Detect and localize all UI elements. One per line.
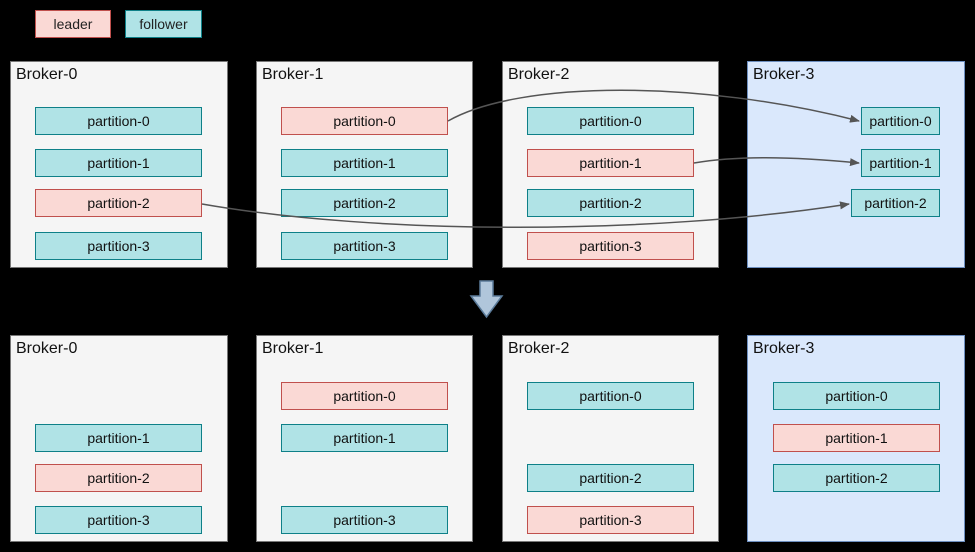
partition-box: partition-3 xyxy=(281,232,448,260)
partition-label: partition-0 xyxy=(579,388,642,404)
partition-label: partition-0 xyxy=(825,388,888,404)
partition-label: partition-2 xyxy=(864,195,927,211)
partition-box: partition-1 xyxy=(861,149,940,177)
partition-box: partition-2 xyxy=(35,189,202,217)
partition-label: partition-2 xyxy=(825,470,888,486)
broker-title: Broker-0 xyxy=(16,340,78,357)
partition-box: partition-1 xyxy=(281,424,448,452)
partition-box: partition-0 xyxy=(773,382,940,410)
partition-box: partition-3 xyxy=(527,232,694,260)
partition-label: partition-2 xyxy=(87,470,150,486)
partition-label: partition-1 xyxy=(579,155,642,171)
partition-box: partition-2 xyxy=(527,189,694,217)
partition-box: partition-1 xyxy=(773,424,940,452)
partition-label: partition-0 xyxy=(333,113,396,129)
partition-label: partition-1 xyxy=(333,430,396,446)
broker-title: Broker-1 xyxy=(262,66,324,83)
legend-follower: follower xyxy=(125,10,202,38)
partition-box: partition-0 xyxy=(527,107,694,135)
partition-box: partition-0 xyxy=(281,107,448,135)
partition-box: partition-1 xyxy=(35,149,202,177)
partition-label: partition-2 xyxy=(579,470,642,486)
broker-title: Broker-1 xyxy=(262,340,324,357)
partition-box: partition-3 xyxy=(35,506,202,534)
partition-box: partition-2 xyxy=(773,464,940,492)
partition-box: partition-2 xyxy=(527,464,694,492)
partition-box: partition-0 xyxy=(861,107,940,135)
partition-box: partition-1 xyxy=(527,149,694,177)
broker-title: Broker-2 xyxy=(508,340,570,357)
partition-label: partition-0 xyxy=(579,113,642,129)
partition-label: partition-0 xyxy=(869,113,932,129)
broker-title: Broker-3 xyxy=(753,66,815,83)
partition-box: partition-2 xyxy=(851,189,940,217)
partition-label: partition-3 xyxy=(87,238,150,254)
partition-label: partition-2 xyxy=(579,195,642,211)
partition-label: partition-2 xyxy=(333,195,396,211)
partition-label: partition-0 xyxy=(87,113,150,129)
partition-box: partition-3 xyxy=(35,232,202,260)
partition-label: partition-0 xyxy=(333,388,396,404)
legend-follower-label: follower xyxy=(139,16,188,32)
down-arrow-icon xyxy=(469,280,504,319)
broker-title: Broker-0 xyxy=(16,66,78,83)
legend-leader: leader xyxy=(35,10,111,38)
partition-label: partition-1 xyxy=(87,430,150,446)
partition-label: partition-1 xyxy=(87,155,150,171)
broker-title: Broker-3 xyxy=(753,340,815,357)
partition-box: partition-1 xyxy=(35,424,202,452)
partition-label: partition-3 xyxy=(87,512,150,528)
partition-box: partition-0 xyxy=(35,107,202,135)
partition-box: partition-0 xyxy=(527,382,694,410)
partition-box: partition-0 xyxy=(281,382,448,410)
partition-label: partition-3 xyxy=(579,238,642,254)
partition-label: partition-3 xyxy=(579,512,642,528)
partition-label: partition-3 xyxy=(333,512,396,528)
partition-label: partition-1 xyxy=(869,155,932,171)
partition-box: partition-3 xyxy=(527,506,694,534)
partition-box: partition-2 xyxy=(35,464,202,492)
partition-box: partition-3 xyxy=(281,506,448,534)
partition-box: partition-2 xyxy=(281,189,448,217)
partition-label: partition-1 xyxy=(333,155,396,171)
legend-leader-label: leader xyxy=(53,16,93,32)
partition-label: partition-2 xyxy=(87,195,150,211)
partition-box: partition-1 xyxy=(281,149,448,177)
partition-label: partition-1 xyxy=(825,430,888,446)
partition-label: partition-3 xyxy=(333,238,396,254)
broker-title: Broker-2 xyxy=(508,66,570,83)
